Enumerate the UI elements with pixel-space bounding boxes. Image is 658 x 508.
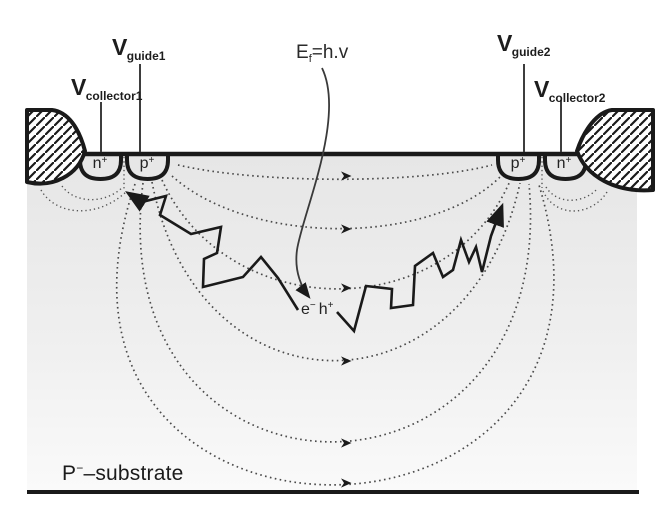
- nplus-well-left-label: n+: [93, 156, 108, 172]
- hole-charge-sign: +: [327, 300, 334, 311]
- n2-plus-sign: +: [565, 155, 572, 166]
- hole-symbol: h: [318, 301, 328, 318]
- n1-letter: n: [92, 155, 102, 172]
- pplus-well-right: [496, 152, 541, 181]
- photon-energy-symbol: E: [296, 42, 309, 63]
- collector1-field-arc: [40, 189, 128, 212]
- photon-energy-subscript: f: [308, 53, 312, 65]
- drift-field-lines: [116, 164, 555, 486]
- v-guide2-symbol: V: [497, 30, 512, 56]
- p2-letter: p: [510, 155, 520, 172]
- v-guide1-label: Vguide1: [112, 34, 166, 63]
- pplus-well-left-label: p+: [140, 156, 155, 172]
- v-collector1-symbol: V: [71, 74, 86, 100]
- n2-letter: n: [556, 155, 566, 172]
- field-arrow-3: [341, 283, 352, 293]
- p1-plus-sign: +: [148, 155, 155, 166]
- field-arrow-6: [341, 478, 352, 488]
- field-oxide-left: [25, 108, 87, 186]
- hole-random-walk-right: [336, 202, 504, 334]
- pplus-well-right-label: p+: [511, 156, 526, 172]
- nplus-well-right-label: n+: [557, 156, 572, 172]
- field-line-6: [116, 183, 555, 486]
- field-oxide-right: [575, 108, 655, 193]
- photon-energy-expression: =h.v: [311, 42, 349, 63]
- field-arrow-4: [341, 356, 352, 366]
- electron-random-walk-left: [125, 191, 300, 311]
- v-collector1-subscript: collector1: [85, 89, 143, 103]
- p1-letter: p: [139, 155, 149, 172]
- photon-energy-label: Ef=h.v: [296, 43, 348, 65]
- collector1-field-arc-inner: [61, 185, 124, 201]
- field-arrow-5: [341, 438, 352, 448]
- substrate-word: –substrate: [83, 462, 184, 485]
- v-guide2-label: Vguide2: [497, 30, 551, 59]
- substrate-region: [27, 152, 637, 492]
- substrate-label: P−–substrate: [62, 462, 184, 484]
- doped-wells: [78, 152, 588, 181]
- field-line-5: [139, 182, 532, 443]
- collection-field-lines: [40, 157, 608, 212]
- electron-charge-sign: −: [309, 300, 316, 311]
- nplus-well-left: [78, 152, 123, 181]
- carrier-paths: [125, 191, 504, 334]
- electrode-lines: [100, 64, 562, 152]
- p2-plus-sign: +: [519, 155, 526, 166]
- pplus-well-left: [125, 152, 170, 181]
- field-arrow-1: [341, 171, 352, 181]
- v-collector2-label: Vcollector2: [534, 76, 606, 105]
- v-guide1-subscript: guide1: [126, 49, 166, 63]
- n1-plus-sign: +: [101, 155, 108, 166]
- electron-symbol: e: [301, 301, 310, 318]
- electron-hole-pair-label: e−h+: [301, 301, 334, 318]
- v-guide2-subscript: guide2: [511, 45, 551, 59]
- field-line-2: [171, 175, 501, 230]
- field-direction-arrows: [341, 171, 352, 488]
- collector2-field-arc: [542, 190, 608, 212]
- substrate-charge-sign: −: [76, 461, 84, 475]
- v-collector2-subscript: collector2: [548, 91, 606, 105]
- v-collector2-symbol: V: [534, 76, 549, 102]
- field-line-1: [177, 164, 493, 181]
- field-arrow-2: [341, 224, 352, 234]
- v-guide1-symbol: V: [112, 34, 127, 60]
- v-collector1-label: Vcollector1: [71, 74, 143, 103]
- photon-arrow: [295, 67, 330, 299]
- substrate-type-symbol: P: [62, 462, 77, 485]
